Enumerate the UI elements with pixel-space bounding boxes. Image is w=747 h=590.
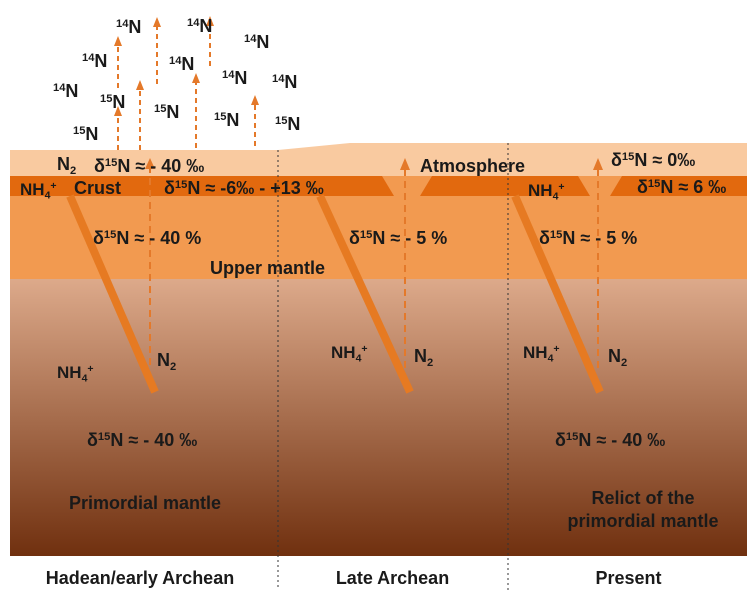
era-label-late-archean: Late Archean [335,568,450,588]
delta-value-hadean-upper-mantle: δ15N ≈ - 40 % [93,228,202,248]
isotope-label-14n: 14N [169,54,195,74]
atmosphere-layer [10,143,747,176]
isotope-label-14n: 14N [187,16,213,36]
era-label-present: Present [595,568,662,588]
relict-primordial-mantle-label: Relict of the primordial mantle [567,488,719,531]
isotope-label-15n: 15N [100,92,126,112]
subduction-slab [316,194,414,394]
species-label-n2: N2 [57,154,77,177]
upper-mantle-label: Upper mantle [210,258,326,278]
atmosphere-inlet [382,176,432,196]
subduction-slab [511,194,604,394]
degassing-arrow-head [400,158,410,170]
era-label-hadean: Hadean/early Archean [45,568,235,588]
atmosphere-label: Atmosphere [420,156,526,176]
delta-value-hadean-primordial: δ15N ≈ - 40 ‰ [87,430,198,450]
upper-mantle-layer [10,195,747,279]
isotope-label-15n: 15N [154,102,180,122]
crust-layer [10,176,747,196]
delta-value-late-upper-mantle: δ15N ≈ - 5 % [349,228,448,248]
escape-arrows [117,25,256,150]
degassing-arrow-head [145,158,155,169]
subduction-slab [66,194,159,394]
species-label-nh4: NH4+ [57,363,94,385]
isotope-label-14n: 14N [222,68,248,88]
species-label-nh4: NH4+ [523,343,560,365]
isotope-label-15n: 15N [214,110,240,130]
species-label-nh4: NH4+ [20,180,57,202]
species-label-n2: N2 [157,350,177,373]
crust-label: Crust [74,178,122,198]
delta-value-hadean-atmosphere: δ15N ≈ - 40 ‰ [94,156,205,176]
delta-value-present-upper-mantle: δ15N ≈ - 5 % [539,228,638,248]
delta-value-present-atmosphere: δ15N ≈ 0‰ [611,150,696,170]
isotope-label-14n: 14N [244,32,270,52]
species-label-n2: N2 [414,346,434,369]
atmosphere-inlet [578,176,622,196]
species-label-nh4: NH4+ [528,181,565,203]
primordial-mantle-label: Primordial mantle [69,493,222,513]
isotope-label-15n: 15N [73,124,99,144]
isotope-label-15n: 15N [275,114,301,134]
species-label-nh4: NH4+ [331,343,368,365]
species-label-n2: N2 [608,346,628,369]
isotope-label-14n: 14N [116,17,142,37]
degassing-arrow-head [593,158,603,170]
delta-value-present-crust: δ15N ≈ 6 ‰ [637,177,727,197]
delta-value-present-primordial: δ15N ≈ - 40 ‰ [555,430,666,450]
delta-value-crust: δ15N ≈ -6‰ - +13 ‰ [164,178,324,198]
escape-arrow-heads [114,16,259,116]
isotope-label-14n: 14N [82,51,108,71]
isotope-label-14n: 14N [53,81,79,101]
isotope-label-14n: 14N [272,72,298,92]
